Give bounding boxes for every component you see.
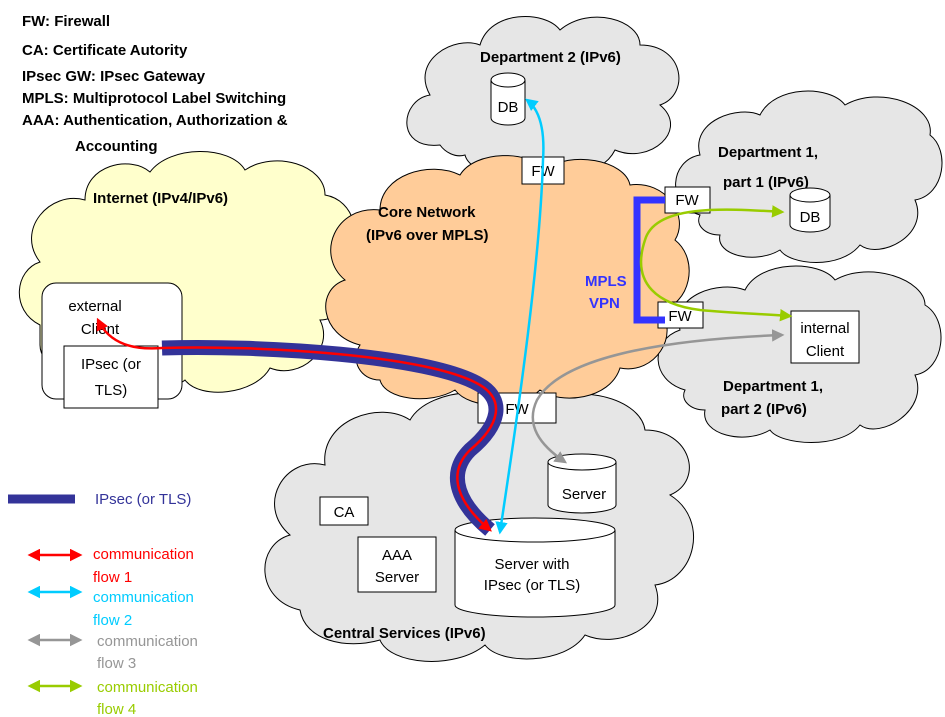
legend-flow2-label-1: communication (93, 589, 194, 606)
flow-3-arrow (531, 329, 785, 464)
svg-text:FW: FW (668, 308, 692, 325)
legend-flow4-label-2: flow 4 (97, 701, 136, 717)
internal-client: internal Client (790, 310, 860, 364)
abbrev-mpls: MPLS: Multiprotocol Label Switching (22, 90, 286, 107)
svg-text:Server: Server (562, 486, 606, 503)
flow-2-arrow (495, 98, 545, 535)
db-department-1-part-1: DB (789, 187, 831, 233)
abbreviation-list: FW: Firewall CA: Certificate Autority IP… (22, 13, 288, 155)
firewall-dept1-part1: FW (664, 186, 711, 214)
dept2-title: Department 2 (IPv6) (480, 49, 621, 66)
flow-1-arrow (96, 317, 498, 532)
svg-text:FW: FW (675, 192, 699, 209)
svg-text:DB: DB (800, 209, 821, 226)
abbrev-fw: FW: Firewall (22, 13, 110, 30)
ca-box: CA (319, 496, 369, 526)
legend-flow1-label-1: communication (93, 546, 194, 563)
mpls-label: MPLS (585, 273, 627, 290)
legend-flow4-label-1: communication (97, 679, 198, 696)
internet-title: Internet (IPv4/IPv6) (93, 190, 228, 207)
dept1p2-title-2: part 2 (IPv6) (721, 401, 807, 418)
cloud-department-1-part-1 (675, 90, 943, 263)
flow-4-arrow (639, 205, 793, 322)
abbrev-ca: CA: Certificate Autority (22, 42, 188, 59)
core-title-2: (IPv6 over MPLS) (366, 227, 489, 244)
server-central: Server (547, 453, 617, 514)
db-department-2: DB (490, 72, 526, 126)
svg-text:AAA: AAA (382, 547, 412, 564)
dept1p1-title-2: part 1 (IPv6) (723, 174, 809, 191)
legend-flow3-label-1: communication (97, 633, 198, 650)
central-title: Central Services (IPv6) (323, 625, 486, 642)
legend: IPsec (or TLS) communication flow 1 comm… (8, 491, 198, 717)
svg-text:Client: Client (806, 343, 845, 360)
svg-text:DB: DB (498, 99, 519, 116)
dept1p1-title-1: Department 1, (718, 144, 818, 161)
dept1p2-title-1: Department 1, (723, 378, 823, 395)
abbrev-ipsec-gw: IPsec GW: IPsec Gateway (22, 68, 206, 85)
svg-text:internal: internal (800, 320, 849, 337)
core-title-1: Core Network (378, 204, 476, 221)
abbrev-aaa-cont: Accounting (75, 138, 158, 155)
external-client: external Client IPsec (or TLS) (41, 282, 183, 409)
vpn-label: VPN (589, 295, 620, 312)
abbrev-aaa: AAA: Authentication, Authorization & (22, 112, 288, 129)
svg-text:IPsec (or: IPsec (or (81, 356, 141, 373)
server-with-ipsec: Server with IPsec (or TLS) (454, 517, 616, 618)
legend-flow2-label-2: flow 2 (93, 612, 132, 629)
svg-text:external: external (68, 298, 121, 315)
svg-text:TLS): TLS) (95, 382, 128, 399)
aaa-server: AAA Server (357, 536, 437, 593)
legend-flow3-label-2: flow 3 (97, 655, 136, 672)
mpls-vpn-bracket (633, 196, 665, 324)
svg-text:CA: CA (334, 504, 355, 521)
legend-ipsec-label: IPsec (or TLS) (95, 491, 191, 508)
svg-text:Server with: Server with (494, 556, 569, 573)
svg-text:IPsec (or TLS): IPsec (or TLS) (484, 577, 580, 594)
legend-flow1-label-2: flow 1 (93, 569, 132, 586)
svg-text:Server: Server (375, 569, 419, 586)
